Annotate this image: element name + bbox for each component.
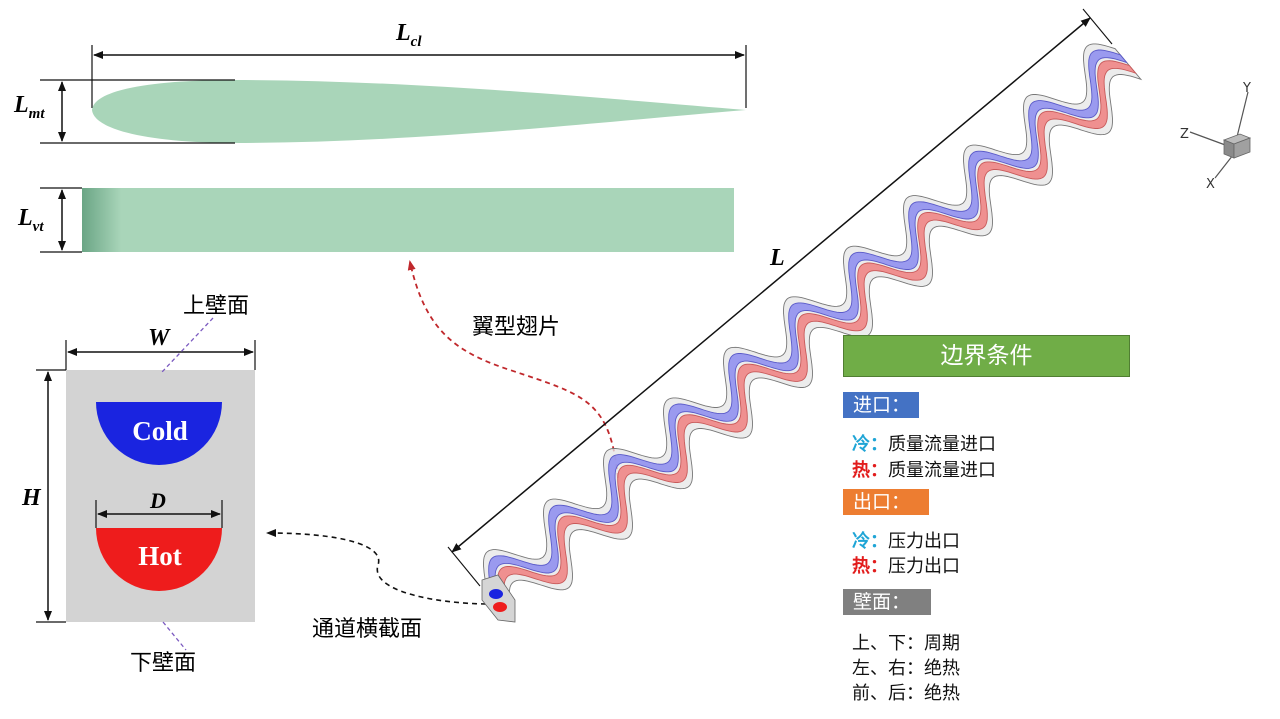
- hot-channel: [96, 528, 222, 591]
- hot-flow-path: [497, 60, 1138, 606]
- wall-line-3-key: 前、后：: [852, 683, 924, 704]
- cap-cold-section: [489, 589, 503, 599]
- cap-hot-section: [493, 602, 507, 612]
- wall-line-1-value: 周期: [924, 633, 960, 654]
- y-axis-label: Y: [1242, 81, 1251, 96]
- wall-line-1: 上、下：周期: [852, 629, 960, 655]
- cross-section-callout-arrow: [266, 529, 487, 605]
- outlet-header-text: 出口：: [853, 491, 911, 513]
- outlet-hot-key: 热：: [852, 556, 888, 577]
- wall-line-2-value: 绝热: [924, 658, 960, 679]
- outlet-hot-line: 热：压力出口: [852, 552, 960, 578]
- total-length-label: L: [769, 245, 785, 271]
- channel-cross-section-label: 通道横截面: [312, 617, 422, 642]
- wall-line-3: 前、后：绝热: [852, 679, 960, 705]
- max-thickness-label: Lmt: [13, 92, 45, 122]
- chord-length-label: Lcl: [395, 20, 422, 50]
- hot-label: Hot: [138, 541, 182, 571]
- x-axis-label: X: [1206, 177, 1215, 192]
- diameter-label: D: [149, 488, 166, 513]
- fin-side-rect: [82, 188, 734, 252]
- cold-channel: [96, 402, 222, 465]
- airfoil-fin-label: 翼型翅片: [472, 315, 560, 340]
- outlet-cold-line: 冷：压力出口: [852, 527, 960, 553]
- length-ext-start: [447, 546, 481, 587]
- lower-wall-label: 下壁面: [130, 651, 196, 676]
- length-ext-end: [1082, 8, 1113, 45]
- vertical-thickness-label: Lvt: [17, 205, 44, 235]
- inlet-cold-key: 冷：: [852, 434, 888, 455]
- height-label: H: [21, 485, 42, 511]
- outlet-cold-key: 冷：: [852, 531, 888, 552]
- outlet-hot-value: 压力出口: [888, 556, 960, 577]
- channel-cross-section: W H Cold Hot D 上壁面 下壁面: [21, 294, 256, 676]
- wall-line-2-key: 左、右：: [852, 658, 924, 679]
- inlet-hot-value: 质量流量进口: [888, 460, 996, 481]
- coordinate-triad: Y Z X: [1180, 81, 1252, 192]
- boundary-title: 边界条件: [940, 343, 1033, 369]
- x-axis-line: [1214, 154, 1234, 179]
- wall-header-text: 壁面：: [853, 591, 911, 613]
- z-axis-line: [1189, 131, 1229, 147]
- z-axis-label: Z: [1180, 127, 1189, 142]
- outlet-header: 出口：: [843, 489, 929, 515]
- fin-callout-arrow: [407, 260, 619, 479]
- total-length-dimension: [451, 17, 1091, 553]
- wall-line-2: 左、右：绝热: [852, 654, 960, 680]
- airfoil-side-view: Lvt: [17, 187, 734, 253]
- inlet-header-text: 进口：: [853, 394, 911, 416]
- lower-wall-leader: [162, 621, 187, 651]
- width-label: W: [148, 325, 171, 351]
- wall-line-1-key: 上、下：: [852, 633, 924, 654]
- wavy-channel-model: L: [447, 8, 1143, 623]
- wall-header: 壁面：: [843, 589, 931, 615]
- inlet-cold-value: 质量流量进口: [888, 434, 996, 455]
- airfoil-top-view: Lcl Lmt: [13, 20, 747, 144]
- airfoil-shape: [92, 80, 746, 143]
- outlet-cold-value: 压力出口: [888, 531, 960, 552]
- inlet-header: 进口：: [843, 392, 919, 418]
- wall-line-3-value: 绝热: [924, 683, 960, 704]
- upper-wall-leader: [161, 317, 214, 373]
- boundary-title-box: 边界条件: [843, 335, 1130, 377]
- upper-wall-label: 上壁面: [183, 294, 249, 319]
- triad-cube-right: [1233, 137, 1251, 159]
- inlet-cold-line: 冷：质量流量进口: [852, 430, 996, 456]
- inlet-hot-line: 热：质量流量进口: [852, 456, 996, 482]
- inlet-hot-key: 热：: [852, 460, 888, 481]
- cold-label: Cold: [132, 416, 188, 446]
